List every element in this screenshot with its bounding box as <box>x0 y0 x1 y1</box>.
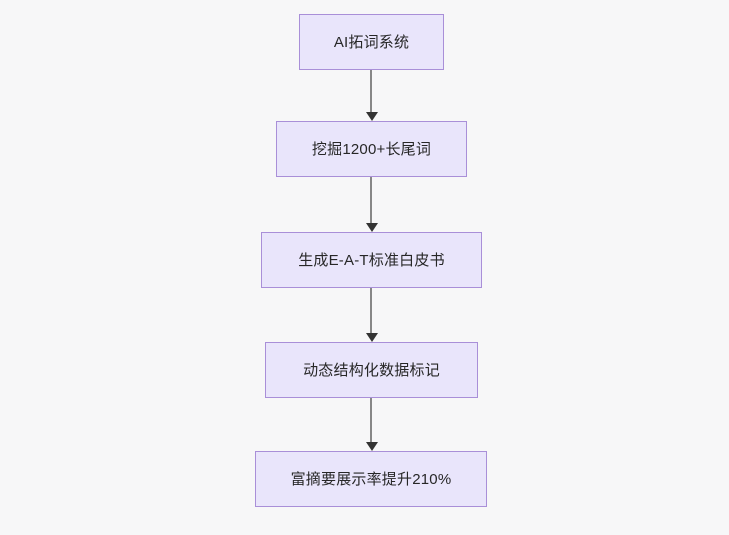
edge-line <box>370 70 372 112</box>
node-label: 富摘要展示率提升210% <box>290 470 452 488</box>
edge-line <box>370 177 372 223</box>
node-label: 动态结构化数据标记 <box>303 361 440 379</box>
arrow-head-icon <box>366 223 378 232</box>
node-label: 挖掘1200+长尾词 <box>311 140 432 158</box>
flowchart-node-4[interactable]: 动态结构化数据标记 <box>265 342 478 398</box>
node-label: AI拓词系统 <box>333 33 410 51</box>
edge-line <box>370 398 372 442</box>
flowchart-node-1[interactable]: AI拓词系统 <box>299 14 444 70</box>
edge-line <box>370 288 372 333</box>
flowchart-node-3[interactable]: 生成E-A-T标准白皮书 <box>261 232 482 288</box>
arrow-head-icon <box>366 333 378 342</box>
arrow-head-icon <box>366 442 378 451</box>
flowchart-node-5[interactable]: 富摘要展示率提升210% <box>255 451 487 507</box>
flowchart-node-2[interactable]: 挖掘1200+长尾词 <box>276 121 467 177</box>
arrow-head-icon <box>366 112 378 121</box>
node-label: 生成E-A-T标准白皮书 <box>298 251 445 269</box>
